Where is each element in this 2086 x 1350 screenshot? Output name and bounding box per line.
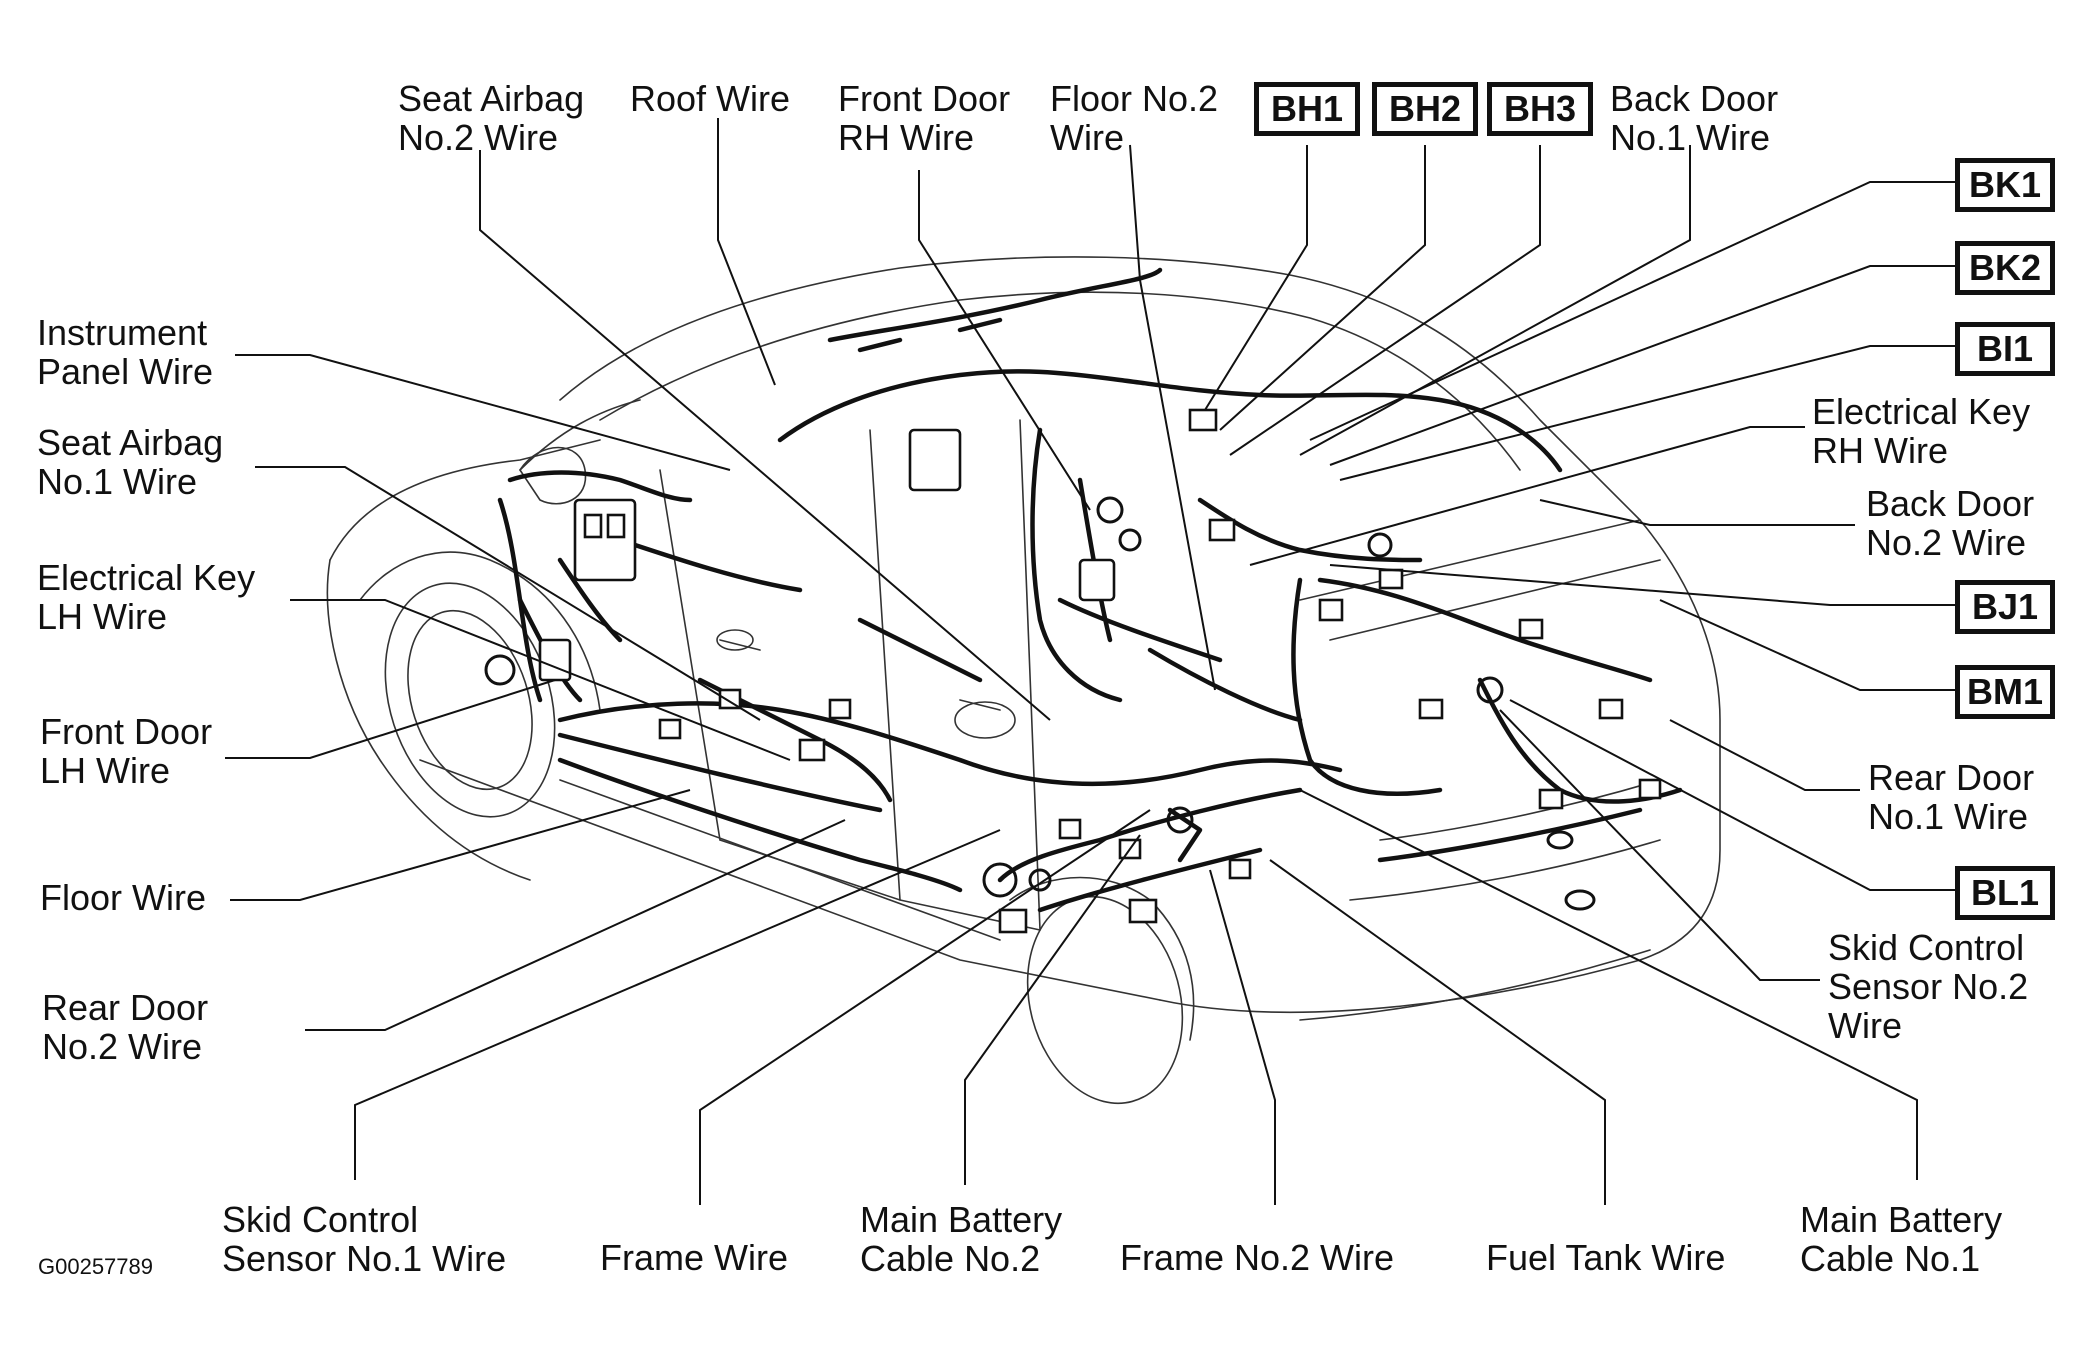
label-line: Cable No.1 (1800, 1238, 1981, 1279)
connector-bk2: BK2 (1955, 241, 2055, 295)
connector-blocks (538, 408, 1662, 934)
label-line: Frame Wire (600, 1237, 788, 1278)
label-seat-airbag-no2-wire: Seat Airbag No.2 Wire (398, 79, 584, 157)
label-seat-airbag-no1-wire: Seat Airbag No.1 Wire (37, 423, 223, 501)
label-fuel-tank-wire: Fuel Tank Wire (1486, 1238, 1725, 1277)
connector-bh3: BH3 (1487, 82, 1593, 136)
label-line: LH Wire (37, 596, 168, 637)
leader-lines (225, 118, 1955, 1205)
label-front-door-rh-wire: Front Door RH Wire (838, 79, 1010, 157)
label-line: Panel Wire (37, 351, 214, 392)
label-frame-wire: Frame Wire (600, 1238, 788, 1277)
label-line: Main Battery (1800, 1199, 2003, 1240)
connector-bj1: BJ1 (1955, 580, 2055, 634)
label-line: Rear Door (1868, 757, 2035, 798)
label-frame-no2-wire: Frame No.2 Wire (1120, 1238, 1394, 1277)
label-line: Front Door (838, 78, 1011, 119)
label-floor-wire: Floor Wire (40, 878, 206, 917)
label-back-door-no2-wire: Back Door No.2 Wire (1866, 484, 2034, 562)
label-instrument-panel-wire: Instrument Panel Wire (37, 313, 213, 391)
label-line: Rear Door (42, 987, 209, 1028)
label-line: RH Wire (838, 117, 974, 158)
label-roof-wire: Roof Wire (630, 79, 790, 118)
connector-bh2: BH2 (1372, 82, 1478, 136)
label-floor-no2-wire: Floor No.2 Wire (1050, 79, 1218, 157)
label-skid-control-sensor-no2-wire: Skid Control Sensor No.2 Wire (1828, 928, 2028, 1045)
label-line: Instrument (37, 312, 208, 353)
label-line: Main Battery (860, 1199, 1063, 1240)
label-line: No.1 Wire (1610, 117, 1771, 158)
label-line: No.2 Wire (42, 1026, 203, 1067)
label-line: Sensor No.1 Wire (222, 1238, 507, 1279)
label-line: No.1 Wire (1868, 796, 2029, 837)
label-line: Sensor No.2 (1828, 966, 2029, 1007)
label-line: Back Door (1866, 483, 2035, 524)
label-line: Seat Airbag (398, 78, 585, 119)
label-line: Skid Control (222, 1199, 419, 1240)
connector-bi1: BI1 (1955, 322, 2055, 376)
connector-bh1: BH1 (1254, 82, 1360, 136)
label-electrical-key-lh-wire: Electrical Key LH Wire (37, 558, 255, 636)
label-back-door-no1-wire: Back Door No.1 Wire (1610, 79, 1778, 157)
label-line: Floor No.2 (1050, 78, 1219, 119)
label-electrical-key-rh-wire: Electrical Key RH Wire (1812, 392, 2030, 470)
label-line: Electrical Key (1812, 391, 2031, 432)
label-line: Roof Wire (630, 78, 791, 119)
grommets (484, 496, 1596, 911)
label-line: Wire (1050, 117, 1124, 158)
connector-bk1: BK1 (1955, 158, 2055, 212)
figure-code: G00257789 (38, 1254, 153, 1279)
label-line: Cable No.2 (860, 1238, 1041, 1279)
label-line: Frame No.2 Wire (1120, 1237, 1395, 1278)
label-main-battery-cable-no2: Main Battery Cable No.2 (860, 1200, 1062, 1278)
connector-bl1: BL1 (1955, 866, 2055, 920)
connector-bm1: BM1 (1955, 665, 2055, 719)
label-main-battery-cable-no1: Main Battery Cable No.1 (1800, 1200, 2002, 1278)
label-line: Floor Wire (40, 877, 207, 918)
label-line: Wire (1828, 1005, 1902, 1046)
label-skid-control-sensor-no1-wire: Skid Control Sensor No.1 Wire (222, 1200, 506, 1278)
label-line: Front Door (40, 711, 213, 752)
label-line: Fuel Tank Wire (1486, 1237, 1726, 1278)
label-rear-door-no2-wire: Rear Door No.2 Wire (42, 988, 208, 1066)
label-line: LH Wire (40, 750, 171, 791)
label-line: No.2 Wire (398, 117, 559, 158)
label-front-door-lh-wire: Front Door LH Wire (40, 712, 212, 790)
harness-lines (497, 267, 1683, 913)
label-line: No.1 Wire (37, 461, 198, 502)
label-line: No.2 Wire (1866, 522, 2027, 563)
label-line: RH Wire (1812, 430, 1948, 471)
label-line: Skid Control (1828, 927, 2025, 968)
label-line: Seat Airbag (37, 422, 224, 463)
label-rear-door-no1-wire: Rear Door No.1 Wire (1868, 758, 2034, 836)
label-line: Electrical Key (37, 557, 256, 598)
label-line: Back Door (1610, 78, 1779, 119)
